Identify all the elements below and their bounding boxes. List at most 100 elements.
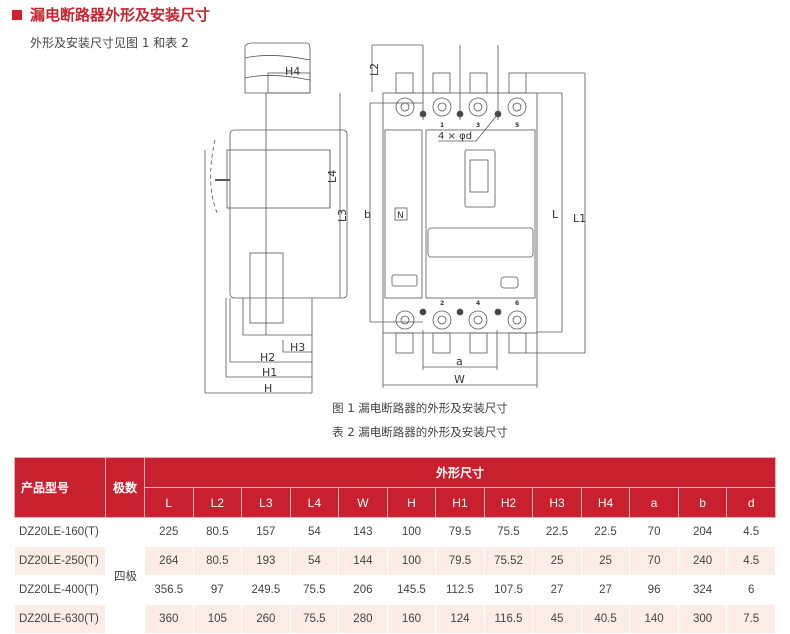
section-title-text: 漏电断路器外形及安装尺寸 <box>30 6 211 24</box>
dim-cell: 107.5 <box>483 575 534 605</box>
label-L1: L1 <box>573 212 586 225</box>
header-poles: 极数 <box>105 457 145 518</box>
dim-cell: 40.5 <box>580 604 631 634</box>
label-holes: 4 × φd <box>438 131 472 142</box>
dim-cell: 145.5 <box>386 575 437 605</box>
label-L: L <box>552 208 559 221</box>
section-subtitle: 外形及安装尺寸见图 1 和表 2 <box>30 36 189 50</box>
header-dim: H4 <box>580 487 631 518</box>
label-L4: L4 <box>326 170 339 183</box>
dim-cell: 360 <box>144 604 194 634</box>
dim-cell: 124 <box>435 604 485 634</box>
dim-cell: 54 <box>289 517 340 547</box>
dim-cell: 160 <box>386 604 437 634</box>
section-title: 漏电断路器外形及安装尺寸 <box>12 4 210 25</box>
header-dim: H1 <box>435 487 485 518</box>
dim-cell: 240 <box>677 546 728 576</box>
dim-cell: 100 <box>386 546 437 576</box>
dim-cell: 79.5 <box>435 517 485 547</box>
label-W: W <box>454 373 465 386</box>
dim-cell: 144 <box>338 546 388 576</box>
dim-cell: 300 <box>677 604 728 634</box>
label-H4: H4 <box>285 65 300 78</box>
dim-cell: 280 <box>338 604 388 634</box>
dim-cell: 116.5 <box>483 604 534 634</box>
dim-cell: 225 <box>144 517 194 547</box>
dim-cell: 100 <box>386 517 437 547</box>
dim-cell: 105 <box>192 604 243 634</box>
dim-cell: 70 <box>629 546 679 576</box>
side-view <box>204 42 348 394</box>
dim-cell: 54 <box>289 546 340 576</box>
dim-cell: 249.5 <box>241 575 291 605</box>
bottom-terminals <box>395 308 527 354</box>
header-dimensions: 外形尺寸 <box>144 457 776 488</box>
header-model: 产品型号 <box>14 457 106 518</box>
header-dim: a <box>629 487 679 518</box>
front-view <box>369 44 586 388</box>
dim-cell: 25 <box>580 546 631 576</box>
top-terminals <box>395 45 527 120</box>
terminal-number: 1 <box>440 122 444 129</box>
table-caption: 表 2 漏电断路器的外形及安装尺寸 <box>332 425 508 439</box>
header-dim: L4 <box>289 487 340 518</box>
dim-cell: 264 <box>144 546 194 576</box>
red-square-bullet-icon <box>12 9 22 20</box>
dim-cell: 27 <box>532 575 582 605</box>
dim-cell: 75.52 <box>483 546 534 576</box>
dim-cell: 75.5 <box>289 604 340 634</box>
terminal-number: 5 <box>515 122 519 129</box>
dim-cell: 75.5 <box>289 575 340 605</box>
dim-cell: 143 <box>338 517 388 547</box>
dim-cell: 45 <box>532 604 582 634</box>
dim-cell: 324 <box>677 575 728 605</box>
label-H1: H1 <box>262 366 277 379</box>
dim-cell: 204 <box>677 517 728 547</box>
dim-cell: 206 <box>338 575 388 605</box>
label-b: b <box>364 208 371 221</box>
dim-cell: 80.5 <box>192 517 243 547</box>
dim-cell: 4.5 <box>726 546 776 576</box>
dim-cell: 7.5 <box>726 604 776 634</box>
label-H2: H2 <box>260 351 275 364</box>
header-dim: b <box>677 487 728 518</box>
terminal-number: 3 <box>476 122 480 129</box>
header-dim: L <box>144 487 194 518</box>
dim-cell: 79.5 <box>435 546 485 576</box>
dim-cell: 112.5 <box>435 575 485 605</box>
dim-cell: 193 <box>241 546 291 576</box>
dim-cell: 157 <box>241 517 291 547</box>
label-a: a <box>456 355 463 368</box>
figure-caption: 图 1 漏电断路器的外形及安装尺寸 <box>332 401 508 415</box>
dim-cell: 97 <box>192 575 243 605</box>
model-cell: DZ20LE-160(T) <box>14 517 106 547</box>
model-cell: DZ20LE-400(T) <box>14 575 106 605</box>
header-dim: H2 <box>483 487 534 518</box>
label-L3: L3 <box>336 209 349 222</box>
label-H: H <box>264 382 272 395</box>
dim-cell: 27 <box>580 575 631 605</box>
header-dim: W <box>338 487 388 518</box>
label-H3: H3 <box>290 341 305 354</box>
dim-cell: 140 <box>629 604 679 634</box>
terminal-number: 2 <box>440 300 444 307</box>
header-dim: H3 <box>532 487 582 518</box>
header-dim: d <box>726 487 776 518</box>
terminal-number: 4 <box>476 300 480 307</box>
dim-cell: 22.5 <box>580 517 631 547</box>
dim-cell: 260 <box>241 604 291 634</box>
header-dim: H <box>386 487 437 518</box>
dim-cell: 75.5 <box>483 517 534 547</box>
dim-cell: 96 <box>629 575 679 605</box>
dim-cell: 80.5 <box>192 546 243 576</box>
model-cell: DZ20LE-630(T) <box>14 604 106 634</box>
breaker-dimension-drawing: H4 L4 L3 H3 H2 H1 H L2 b L L1 a W 4 × φd… <box>204 42 586 395</box>
model-cell: DZ20LE-250(T) <box>14 546 106 576</box>
dim-cell: 6 <box>726 575 776 605</box>
label-L2: L2 <box>368 63 381 76</box>
terminal-number: 6 <box>515 300 519 307</box>
